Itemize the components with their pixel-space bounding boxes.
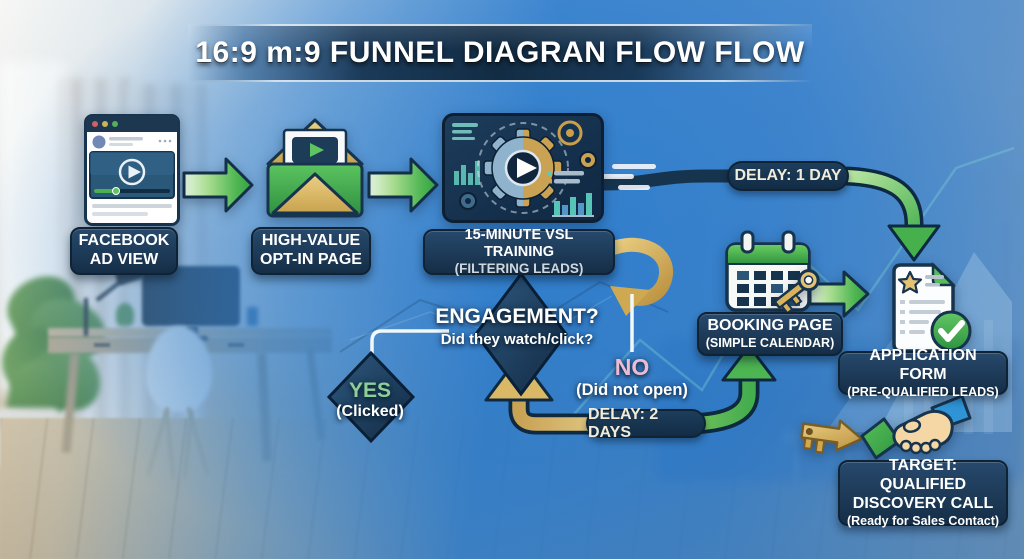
document-check-icon — [892, 262, 972, 353]
small-gear-top-right — [557, 120, 583, 146]
vsl-training-label: 15-MINUTE VSL TRAINING (FILTERING LEADS) — [423, 227, 615, 276]
envelope-key-icon — [266, 118, 364, 218]
optin-page-label: HIGH-VALUE OPT-IN PAGE — [251, 227, 371, 275]
engagement-question: ENGAGEMENT? Did they watch/click? — [435, 305, 599, 348]
title-banner: 16:9 m:9 FUNNEL DIAGRAN FLOW FLOW — [188, 24, 812, 82]
avatar — [92, 135, 106, 149]
play-icon — [517, 158, 537, 178]
delay-1-day-pill: DELAY: 1 DAY — [727, 161, 849, 191]
booking-page-label: BOOKING PAGE (SIMPLE CALENDAR) — [697, 312, 843, 356]
play-icon — [118, 158, 146, 186]
play-icon — [310, 143, 324, 157]
yes-branch-label: YES (Clicked) — [336, 379, 404, 420]
small-gear-right — [579, 151, 597, 169]
application-form-label: APPLICATION FORM (PRE-QUALIFIED LEADS) — [838, 347, 1008, 399]
check-icon — [930, 310, 972, 352]
facebook-ad-view-label: FACEBOOK AD VIEW — [70, 227, 178, 275]
arrow-facebook-to-optin — [182, 157, 254, 213]
bar-chart-2 — [552, 193, 594, 217]
gear-play-dashboard-icon — [442, 113, 604, 223]
key-arrow-icon — [800, 419, 864, 454]
dashboard-lines — [452, 123, 478, 140]
arrow-optin-to-vsl — [367, 157, 439, 213]
page-title: 16:9 m:9 FUNNEL DIAGRAN FLOW FLOW — [195, 36, 805, 69]
target-discovery-call-label: TARGET: QUALIFIED DISCOVERY CALL (Ready … — [838, 457, 1008, 528]
list-lines — [548, 171, 584, 184]
star-icon — [897, 270, 923, 294]
browser-video-ad-icon — [84, 114, 180, 226]
delay-2-days-pill: DELAY: 2 DAYS — [586, 406, 706, 441]
small-gear-bottom-left — [459, 192, 477, 210]
arrow-booking-to-form — [808, 270, 870, 318]
form-lines — [900, 300, 945, 334]
no-branch-label: NO (Did not open) — [576, 354, 688, 399]
key-icon — [774, 269, 820, 315]
handshake-icon — [860, 394, 972, 460]
